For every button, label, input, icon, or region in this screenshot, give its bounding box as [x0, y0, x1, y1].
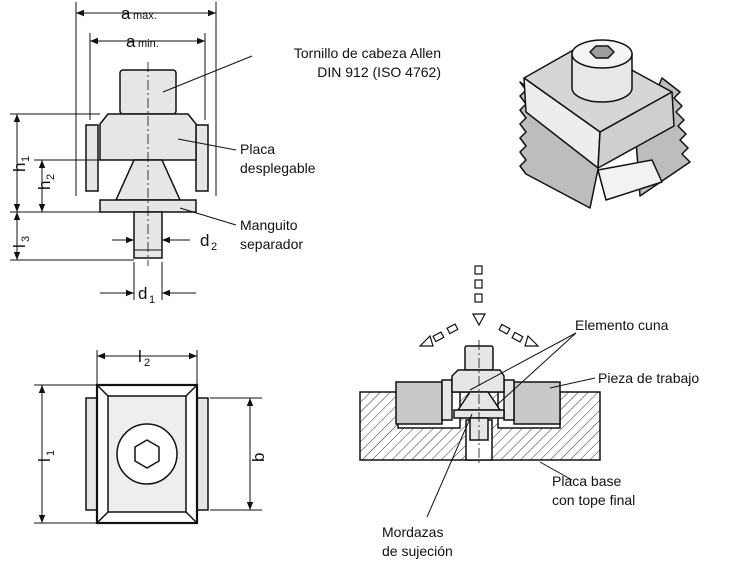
dim-h1: h 1 — [10, 156, 32, 172]
dim-d2-sub: 2 — [211, 241, 217, 253]
dim-b-symbol: b — [249, 453, 268, 462]
label-wedge: Elemento cuna — [575, 317, 669, 333]
dim-d1-symbol: d — [138, 284, 147, 303]
dim-a-max-sub: max. — [133, 10, 157, 22]
label-base-line2: con tope final — [552, 492, 635, 508]
dimension-lines — [10, 2, 217, 300]
dim-a-min: a min. — [126, 32, 159, 51]
dim-d1: d 1 — [138, 284, 155, 306]
right-arrow-segment — [511, 331, 524, 343]
left-arrow-segment — [432, 331, 445, 343]
label-sleeve-line2: separador — [240, 236, 303, 252]
hex-socket-icon — [134, 439, 160, 469]
right-arrow-segment — [498, 323, 511, 335]
label-jaws-line1: Mordazas — [382, 524, 443, 540]
iso-wedge — [597, 159, 663, 201]
workpiece-left — [395, 381, 443, 425]
section-jaw-left — [441, 379, 453, 421]
dim-a-min-symbol: a — [126, 32, 136, 51]
label-workpiece: Pieza de trabajo — [598, 370, 699, 386]
dim-h1-symbol: h — [10, 163, 29, 172]
iso-plate-front-right — [597, 91, 675, 169]
label-plate-line1: Placa — [240, 141, 275, 157]
label-screw-line2: DIN 912 (ISO 4762) — [317, 64, 441, 80]
isometric-view — [519, 39, 691, 209]
dim-h2-symbol: h — [35, 181, 54, 190]
right-arrow-icon — [524, 334, 540, 347]
label-screw-line1: Tornillo de cabeza Allen — [294, 45, 441, 61]
down-arrow-segment — [474, 265, 483, 275]
section-fold-plate — [451, 369, 505, 393]
force-arrows — [418, 265, 540, 347]
dim-l3-symbol: l — [10, 244, 29, 248]
dim-h2: h 2 — [35, 174, 57, 190]
dim-b: b — [249, 453, 268, 462]
dim-l2: l 2 — [138, 347, 150, 369]
dim-d2: d 2 — [200, 231, 217, 253]
dim-l1: l 1 — [35, 450, 57, 462]
dim-h1-sub: 1 — [20, 156, 32, 162]
dim-a-max-symbol: a — [121, 4, 131, 23]
dim-l1-sub: 1 — [45, 450, 57, 456]
dim-l3: l 3 — [10, 236, 32, 248]
fold-plate-left — [85, 124, 99, 192]
dim-l2-sub: 2 — [144, 357, 150, 369]
down-arrow-segment — [474, 293, 483, 303]
section-view — [359, 345, 601, 461]
front-view — [85, 69, 209, 259]
top-dimension-lines — [34, 350, 262, 524]
leader-lines-front — [162, 55, 253, 226]
down-arrow-segment — [474, 279, 483, 289]
dim-a-min-sub: min. — [138, 38, 159, 50]
top-view — [85, 383, 209, 525]
dim-l1-symbol: l — [35, 458, 54, 462]
leader-lines-section — [426, 332, 596, 518]
left-arrow-segment — [446, 323, 459, 335]
dim-d1-sub: 1 — [149, 294, 155, 306]
dim-l3-sub: 3 — [20, 236, 32, 242]
label-jaws-line2: de sujeción — [382, 543, 453, 559]
section-jaw-right — [503, 379, 515, 421]
fold-plate-right — [195, 124, 209, 192]
dim-h2-sub: 2 — [45, 174, 57, 180]
label-plate-line2: desplegable — [240, 160, 316, 176]
left-arrow-icon — [418, 334, 434, 347]
down-arrow-icon — [471, 313, 487, 327]
iso-hex-socket — [589, 45, 615, 59]
label-base-line1: Placa base — [552, 473, 621, 489]
label-sleeve-line1: Manguito — [240, 217, 298, 233]
dim-d2-symbol: d — [200, 231, 209, 250]
dim-l2-symbol: l — [138, 347, 142, 366]
dim-a-max: a max. — [121, 4, 157, 23]
workpiece-right — [513, 381, 561, 425]
